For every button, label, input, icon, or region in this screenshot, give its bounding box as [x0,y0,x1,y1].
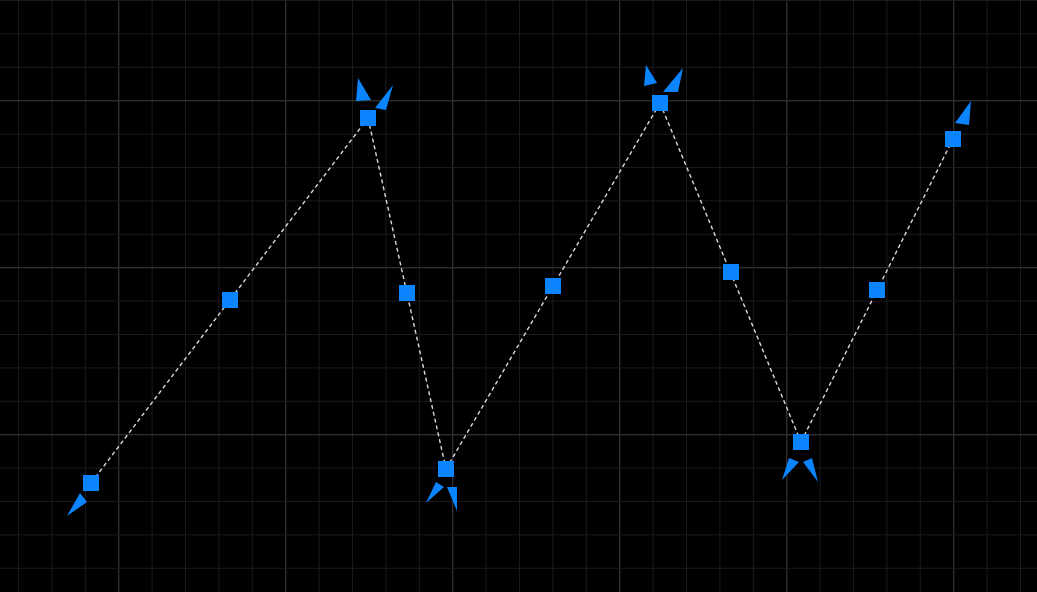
vertex-grip-valley-1[interactable] [438,461,454,477]
vertex-grip-start[interactable] [83,475,99,491]
lengthen-arrow-grip[interactable] [955,101,971,125]
midpoint-grip[interactable] [399,285,415,301]
vertex-arrow-grip-left[interactable] [782,458,799,480]
vertex-arrow-grip-left[interactable] [426,482,444,503]
polyline-segments[interactable] [90,102,954,484]
vertex-arrow-grip-left[interactable] [644,65,657,86]
vertex-arrow-grip-right[interactable] [803,458,818,482]
midpoint-grip[interactable] [869,282,885,298]
polyline-grips[interactable] [83,95,961,491]
midpoint-grip[interactable] [545,278,561,294]
vertex-arrow-grip-left[interactable] [356,78,371,101]
vertex-arrow-grips[interactable] [67,65,971,516]
vertex-grip-valley-2[interactable] [793,434,809,450]
vertex-grip-peak-2[interactable] [652,95,668,111]
vertex-grip-peak-1[interactable] [360,110,376,126]
polyline-segment[interactable] [90,117,369,484]
vertex-arrow-grip-right[interactable] [375,85,393,110]
polyline-segment[interactable] [367,117,447,470]
vertex-arrow-grip-right[interactable] [663,68,683,92]
midpoint-grip[interactable] [222,292,238,308]
lengthen-arrow-grip[interactable] [67,493,87,516]
midpoint-grip[interactable] [723,264,739,280]
vertex-grip-end[interactable] [945,131,961,147]
vertex-arrow-grip-right[interactable] [447,487,457,511]
